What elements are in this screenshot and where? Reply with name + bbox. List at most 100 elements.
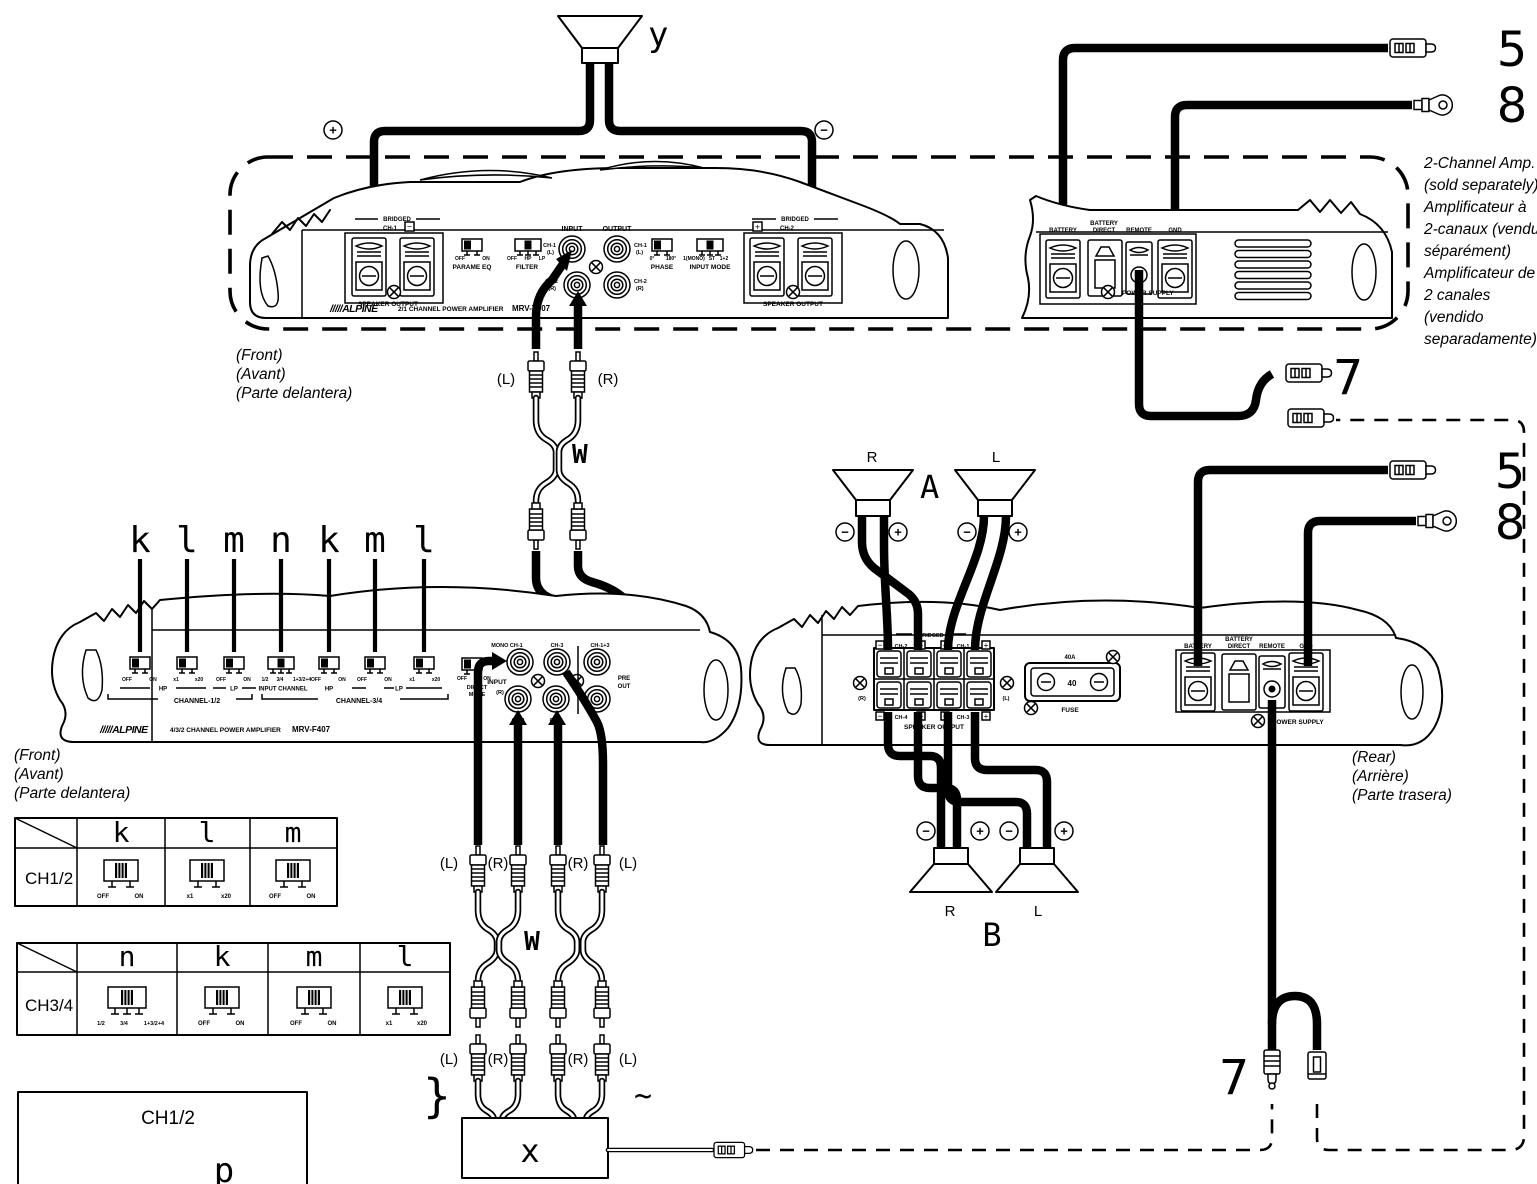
screw-icon [785,284,801,300]
svg-text:1(MONO): 1(MONO) [683,256,705,262]
svg-text:m: m [285,816,302,849]
svg-text:(R): (R) [568,1051,589,1068]
svg-text:m: m [306,940,323,973]
svg-text:(sold separately): (sold separately) [1424,177,1537,194]
svg-text:SPEAKER OUTPUT: SPEAKER OUTPUT [904,724,964,731]
right-fin [1351,243,1377,301]
speaker-b-right-neck [933,847,969,865]
amp-4ch-type: 4/3/2 CHANNEL POWER AMPLIFIER [170,727,281,734]
speaker-terminal [797,237,833,297]
svg-text:−: − [841,525,849,540]
svg-text:−: − [1005,824,1013,839]
svg-text:40: 40 [1068,679,1077,688]
svg-text:HP: HP [525,256,533,262]
svg-text:CHANNEL-3/4: CHANNEL-3/4 [336,698,382,705]
callout-m2: m [364,520,386,561]
head-unit: x [461,1117,754,1179]
vent-slots [1234,239,1312,301]
wire-l-input [473,656,495,845]
svg-text:ON: ON [328,1021,337,1027]
label-parame-eq: PARAME EQ [453,264,492,271]
heatsink-fins-left [271,209,331,235]
cable-w-label-bottom: W [524,927,540,957]
battery-wire-top [1058,43,1388,262]
svg-text:x1: x1 [187,894,194,900]
speaker-b-left-neck [1019,847,1055,865]
speaker-b-wire-3 [943,712,1032,848]
speaker-terminal [749,237,785,297]
svg-text:+: + [755,222,760,232]
screw-icon [530,673,546,689]
svg-text:(Parte delantera): (Parte delantera) [14,785,130,802]
svg-text:−: − [820,123,828,138]
minus-symbol: − [999,821,1019,841]
svg-text:−: − [963,525,971,540]
svg-text:(R): (R) [548,286,556,292]
arrowhead [569,291,587,306]
svg-text:LP: LP [395,687,403,693]
output-jack-ch1 [603,235,631,263]
speaker-clamp [936,681,962,709]
svg-text:séparément): séparément) [1424,243,1511,260]
rca-cables-bottom: (L) (R) (R) (L) W (L) (R) (R) (L) } ~ [423,845,652,1124]
tilde-symbol: ~ [634,1079,652,1114]
speaker-a-wire-3 [943,515,989,651]
right-fin [892,240,920,300]
svg-text:k: k [113,816,130,849]
cable-w-label: W [572,440,588,470]
svg-text:ON: ON [135,894,144,900]
svg-text:ON: ON [483,676,491,682]
svg-text:−: − [878,711,883,721]
amp-2ch-model: MRV-T507 [512,304,551,313]
svg-text:1+2: 1+2 [720,256,729,262]
top-bump-1 [419,169,553,181]
svg-text:ON: ON [384,677,392,683]
arrowhead [548,710,566,725]
plus-symbol: + [970,821,990,841]
speaker-b-right [909,863,993,893]
ref-box-frame [17,1091,308,1184]
svg-text:Amplificateur à: Amplificateur à [1423,199,1527,216]
table-grid [16,942,450,1035]
table-grid [14,817,337,906]
connector-7-bottom-label: 7 [1219,1050,1250,1106]
svg-text:n: n [119,940,136,973]
svg-text:LP: LP [230,687,238,693]
right-fin [1400,664,1424,720]
svg-text:CH-4: CH-4 [895,715,909,721]
svg-text:R: R [945,903,956,920]
screw-icon [1105,649,1121,665]
svg-text:BATTERY: BATTERY [1225,637,1253,643]
label-phase: PHASE [651,264,674,271]
svg-text:(Arrière): (Arrière) [1352,768,1409,785]
svg-text:CHANNEL-1/2: CHANNEL-1/2 [174,698,220,705]
label-input: INPUT [562,226,584,233]
speakers-a: R L A − + − + [832,449,1036,651]
speaker-terminal [351,237,387,297]
svg-text:OFF: OFF [507,256,517,262]
screw-icon [1250,713,1266,729]
svg-text:(L): (L) [440,855,458,872]
svg-text:x20: x20 [417,1021,428,1027]
svg-text:2 canales: 2 canales [1423,287,1491,304]
label-power-supply: POWER SUPPLY [1122,290,1174,297]
arrowhead [556,250,572,271]
speaker-a-right-neck [855,499,891,517]
screw-icon [588,259,604,275]
ref-box-ch12: CH1/2 p [17,1091,308,1184]
label-remote: REMOTE [1126,228,1152,234]
svg-text:OFF: OFF [455,256,465,262]
arrowhead [509,710,527,725]
svg-text:+: + [984,640,989,650]
screw-icon [1100,284,1116,300]
svg-text:INPUT: INPUT [487,679,507,686]
svg-text:INPUT CHANNEL: INPUT CHANNEL [259,687,308,693]
svg-text:OFF: OFF [97,894,109,900]
callout-l1: l [176,520,198,561]
svg-text:MONO CH-1: MONO CH-1 [491,643,522,649]
svg-text:FUSE: FUSE [1061,707,1079,714]
connector-8-top-label: 8 [1497,78,1528,134]
rear-labels: (Rear) (Arrière) (Parte trasera) [1352,749,1452,804]
speaker-clamp [966,681,992,709]
